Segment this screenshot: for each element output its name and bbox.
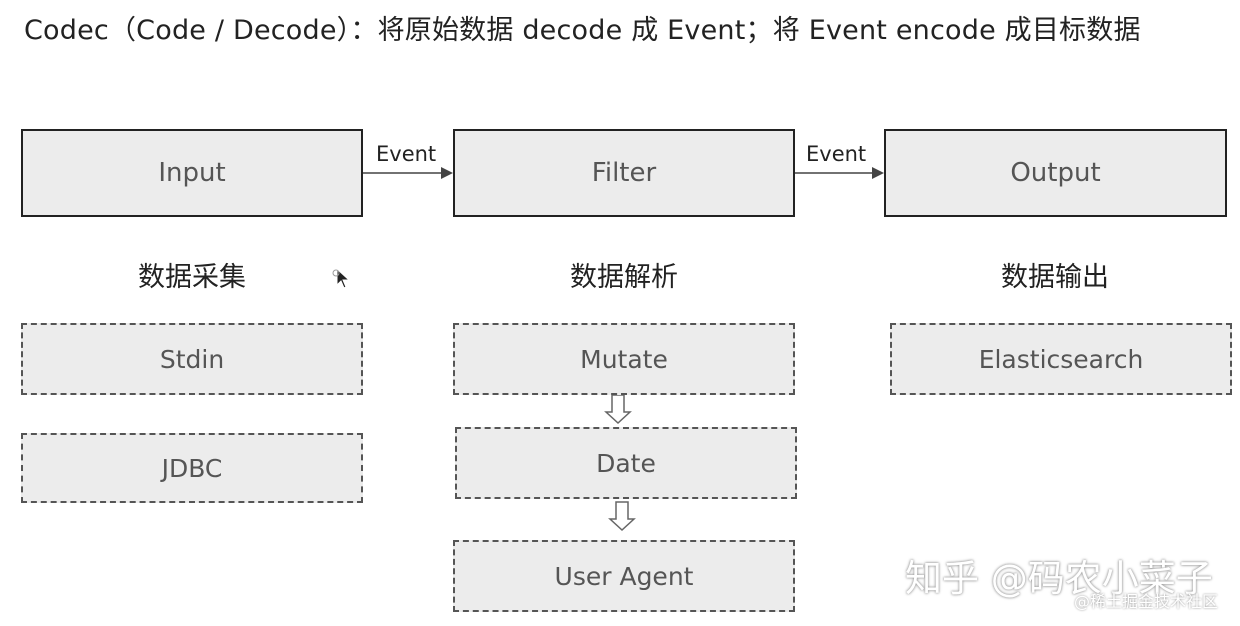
plugin-jdbc-label: JDBC <box>161 453 223 483</box>
plugin-date: Date <box>455 427 797 499</box>
plugin-stdin-label: Stdin <box>159 344 225 374</box>
down-arrow-date-useragent <box>608 501 636 532</box>
caption-data-collection: 数据采集 <box>138 262 246 293</box>
plugin-jdbc: JDBC <box>21 433 363 503</box>
plugin-stdin: Stdin <box>21 323 363 395</box>
edge-label-event-2: Event <box>806 142 867 166</box>
page-title: Codec（Code / Decode）：将原始数据 decode 成 Even… <box>24 15 1141 46</box>
watermark-zhihu: 知乎 @码农小菜子 <box>905 557 1213 600</box>
plugin-user-agent: User Agent <box>453 540 795 612</box>
watermark-juejin: @稀土掘金技术社区 <box>1074 592 1219 611</box>
input-stage: Input <box>21 129 363 217</box>
mouse-cursor-icon <box>332 267 351 289</box>
output-stage: Output <box>884 129 1227 217</box>
caption-data-parsing: 数据解析 <box>570 262 678 293</box>
filter-stage-label: Filter <box>591 158 657 188</box>
filter-stage: Filter <box>453 129 795 217</box>
plugin-mutate: Mutate <box>453 323 795 395</box>
arrowhead-input-filter <box>441 167 453 179</box>
plugin-mutate-label: Mutate <box>580 344 668 374</box>
arrowhead-filter-output <box>872 167 884 179</box>
down-arrow-mutate-date <box>604 394 632 425</box>
input-stage-label: Input <box>158 158 226 188</box>
caption-data-output: 数据输出 <box>1001 262 1109 293</box>
plugin-user-agent-label: User Agent <box>554 561 694 591</box>
edge-label-event-1: Event <box>376 142 437 166</box>
plugin-elasticsearch-label: Elasticsearch <box>978 344 1144 374</box>
output-stage-label: Output <box>1010 158 1101 188</box>
plugin-date-label: Date <box>596 448 656 478</box>
plugin-elasticsearch: Elasticsearch <box>890 323 1232 395</box>
